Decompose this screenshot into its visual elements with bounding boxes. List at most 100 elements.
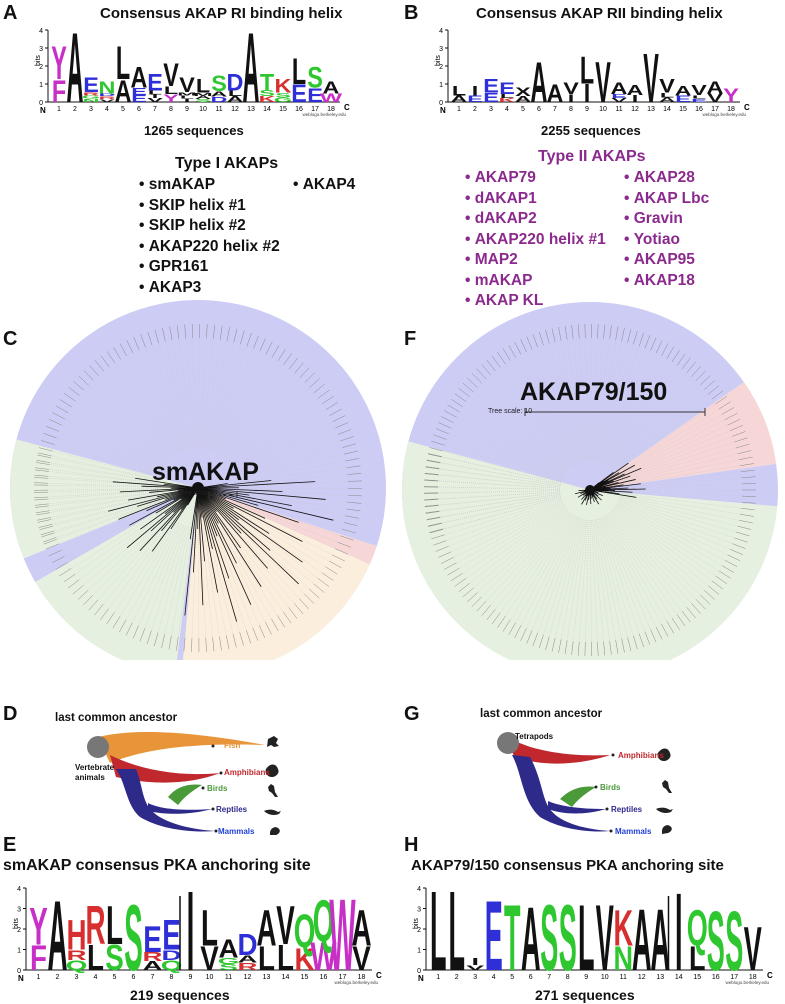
logo-letter: E <box>162 912 181 959</box>
logo-position-label: 11 <box>225 974 232 981</box>
type1-heading: Type I AKAPs <box>175 155 279 172</box>
bird-branch <box>560 786 596 807</box>
logo-letter: L <box>452 84 467 99</box>
list-item: AKAP Lbc <box>624 189 710 210</box>
logo-position-label: 16 <box>320 974 328 981</box>
fish-branch <box>98 731 265 763</box>
logo-n-terminus: N <box>18 974 24 983</box>
logo-y-tick: 2 <box>39 64 43 71</box>
tetrapod-phylogeny <box>497 732 673 834</box>
list-item: smAKAP <box>139 175 280 196</box>
logo-position-label: 15 <box>279 106 287 113</box>
logo-letter: A <box>323 78 340 98</box>
logo-letter: K <box>613 899 633 956</box>
logo-letter: S <box>195 98 211 103</box>
logo-letter: A <box>256 899 276 956</box>
list-item: AKAP18 <box>624 271 709 292</box>
tree-scale-bar <box>524 408 706 416</box>
logo-letter: A <box>351 899 371 956</box>
frog-icon <box>657 748 671 761</box>
logo-position-label: 6 <box>132 974 136 981</box>
ancestor-node <box>497 732 519 754</box>
clade-amphibians: Amphibians <box>618 751 664 760</box>
logo-letter: G <box>218 956 240 966</box>
logo-position-label: 10 <box>599 106 607 113</box>
logo-position-label: 7 <box>151 974 155 981</box>
list-item: MAP2 <box>465 250 606 271</box>
logo-position-label: 18 <box>358 974 366 981</box>
logo-letter: R <box>99 96 116 101</box>
panel-letter-e: E <box>3 834 17 856</box>
logo-letter: E <box>143 918 162 960</box>
logo-letter: A <box>218 935 238 964</box>
logo-letter: F <box>30 938 47 978</box>
logo-letter: D <box>99 93 116 98</box>
logo-letter: Q <box>313 887 335 954</box>
frog-icon <box>265 764 279 777</box>
logo-letter: A <box>650 890 670 986</box>
clade-amphibians: Amphibians <box>224 768 270 777</box>
logo-credit: weblogo.berkeley.edu <box>335 980 379 985</box>
logo-letter: R <box>142 950 163 964</box>
logo-letter: E <box>291 80 307 108</box>
logo-letter: R <box>83 91 100 96</box>
logo-letter: L <box>500 93 514 99</box>
panel-e-sequences: 219 sequences <box>130 987 230 1003</box>
logo-letter: X <box>515 85 531 98</box>
logo-letter: V <box>595 52 611 115</box>
panel-letter-a: A <box>3 2 18 24</box>
logo-position-label: 15 <box>693 974 701 981</box>
logo-position-label: 6 <box>137 106 141 113</box>
smakap-tree <box>9 300 386 660</box>
logo-letter: V <box>466 964 484 972</box>
logo-position-label: 1 <box>57 106 61 113</box>
list-item: AKAP79 <box>465 168 606 189</box>
panel-letter-d: D <box>3 703 18 725</box>
logo-letter: H <box>66 912 86 959</box>
logo-letter: V <box>611 97 628 103</box>
logo-position-label: 2 <box>455 974 459 981</box>
amniote-branch <box>512 755 610 832</box>
tree-clade-pink <box>590 382 777 490</box>
list-item: AKAP4 <box>293 175 356 196</box>
tree-root <box>585 485 595 495</box>
logo-letter: I <box>152 93 159 99</box>
logo-position-label: 16 <box>712 974 720 981</box>
amphibian-branch <box>508 737 610 764</box>
logo-letter: S <box>211 71 227 96</box>
logo-position-label: 6 <box>529 974 533 981</box>
logo-y-tick: 1 <box>39 82 43 89</box>
tree-clade-orange <box>182 488 370 660</box>
logo-letter: I <box>184 98 191 103</box>
logo-position-label: 7 <box>153 106 157 113</box>
logo-letter: L <box>580 48 594 92</box>
logo-position-label: 6 <box>537 106 541 113</box>
logo-letter: A <box>227 95 244 104</box>
logo-position-label: 2 <box>56 974 60 981</box>
logo-position-label: 14 <box>663 106 671 113</box>
type2-list-col2: AKAP28 AKAP Lbc Gravin Yotiao AKAP95 AKA… <box>624 168 710 292</box>
reptile-branch <box>148 803 212 814</box>
list-item: AKAP3 <box>139 278 280 299</box>
logo-letter: Q <box>66 957 88 973</box>
list-item: dAKAP1 <box>465 189 606 210</box>
logo-position-label: 3 <box>473 974 477 981</box>
logo-position-label: 13 <box>263 974 271 981</box>
logo-bits-label: bits <box>35 55 42 66</box>
logo-letter: L <box>116 36 130 89</box>
logo-letter: A <box>131 61 148 94</box>
panel-h-title: AKAP79/150 consensus PKA anchoring site <box>411 857 724 874</box>
amniote-branch <box>116 769 215 832</box>
logo-letter: E <box>83 73 99 97</box>
tree-clade-green <box>35 488 198 660</box>
logo-letter: E <box>131 86 147 97</box>
logo-position-label: 15 <box>301 974 309 981</box>
logo-letter: A <box>115 74 132 109</box>
panel-letter-f: F <box>404 328 417 350</box>
logo-position-label: 5 <box>113 974 117 981</box>
fish-icon <box>267 736 279 747</box>
logo-letter: I <box>472 84 478 99</box>
logo-y-tick: 0 <box>39 100 43 107</box>
